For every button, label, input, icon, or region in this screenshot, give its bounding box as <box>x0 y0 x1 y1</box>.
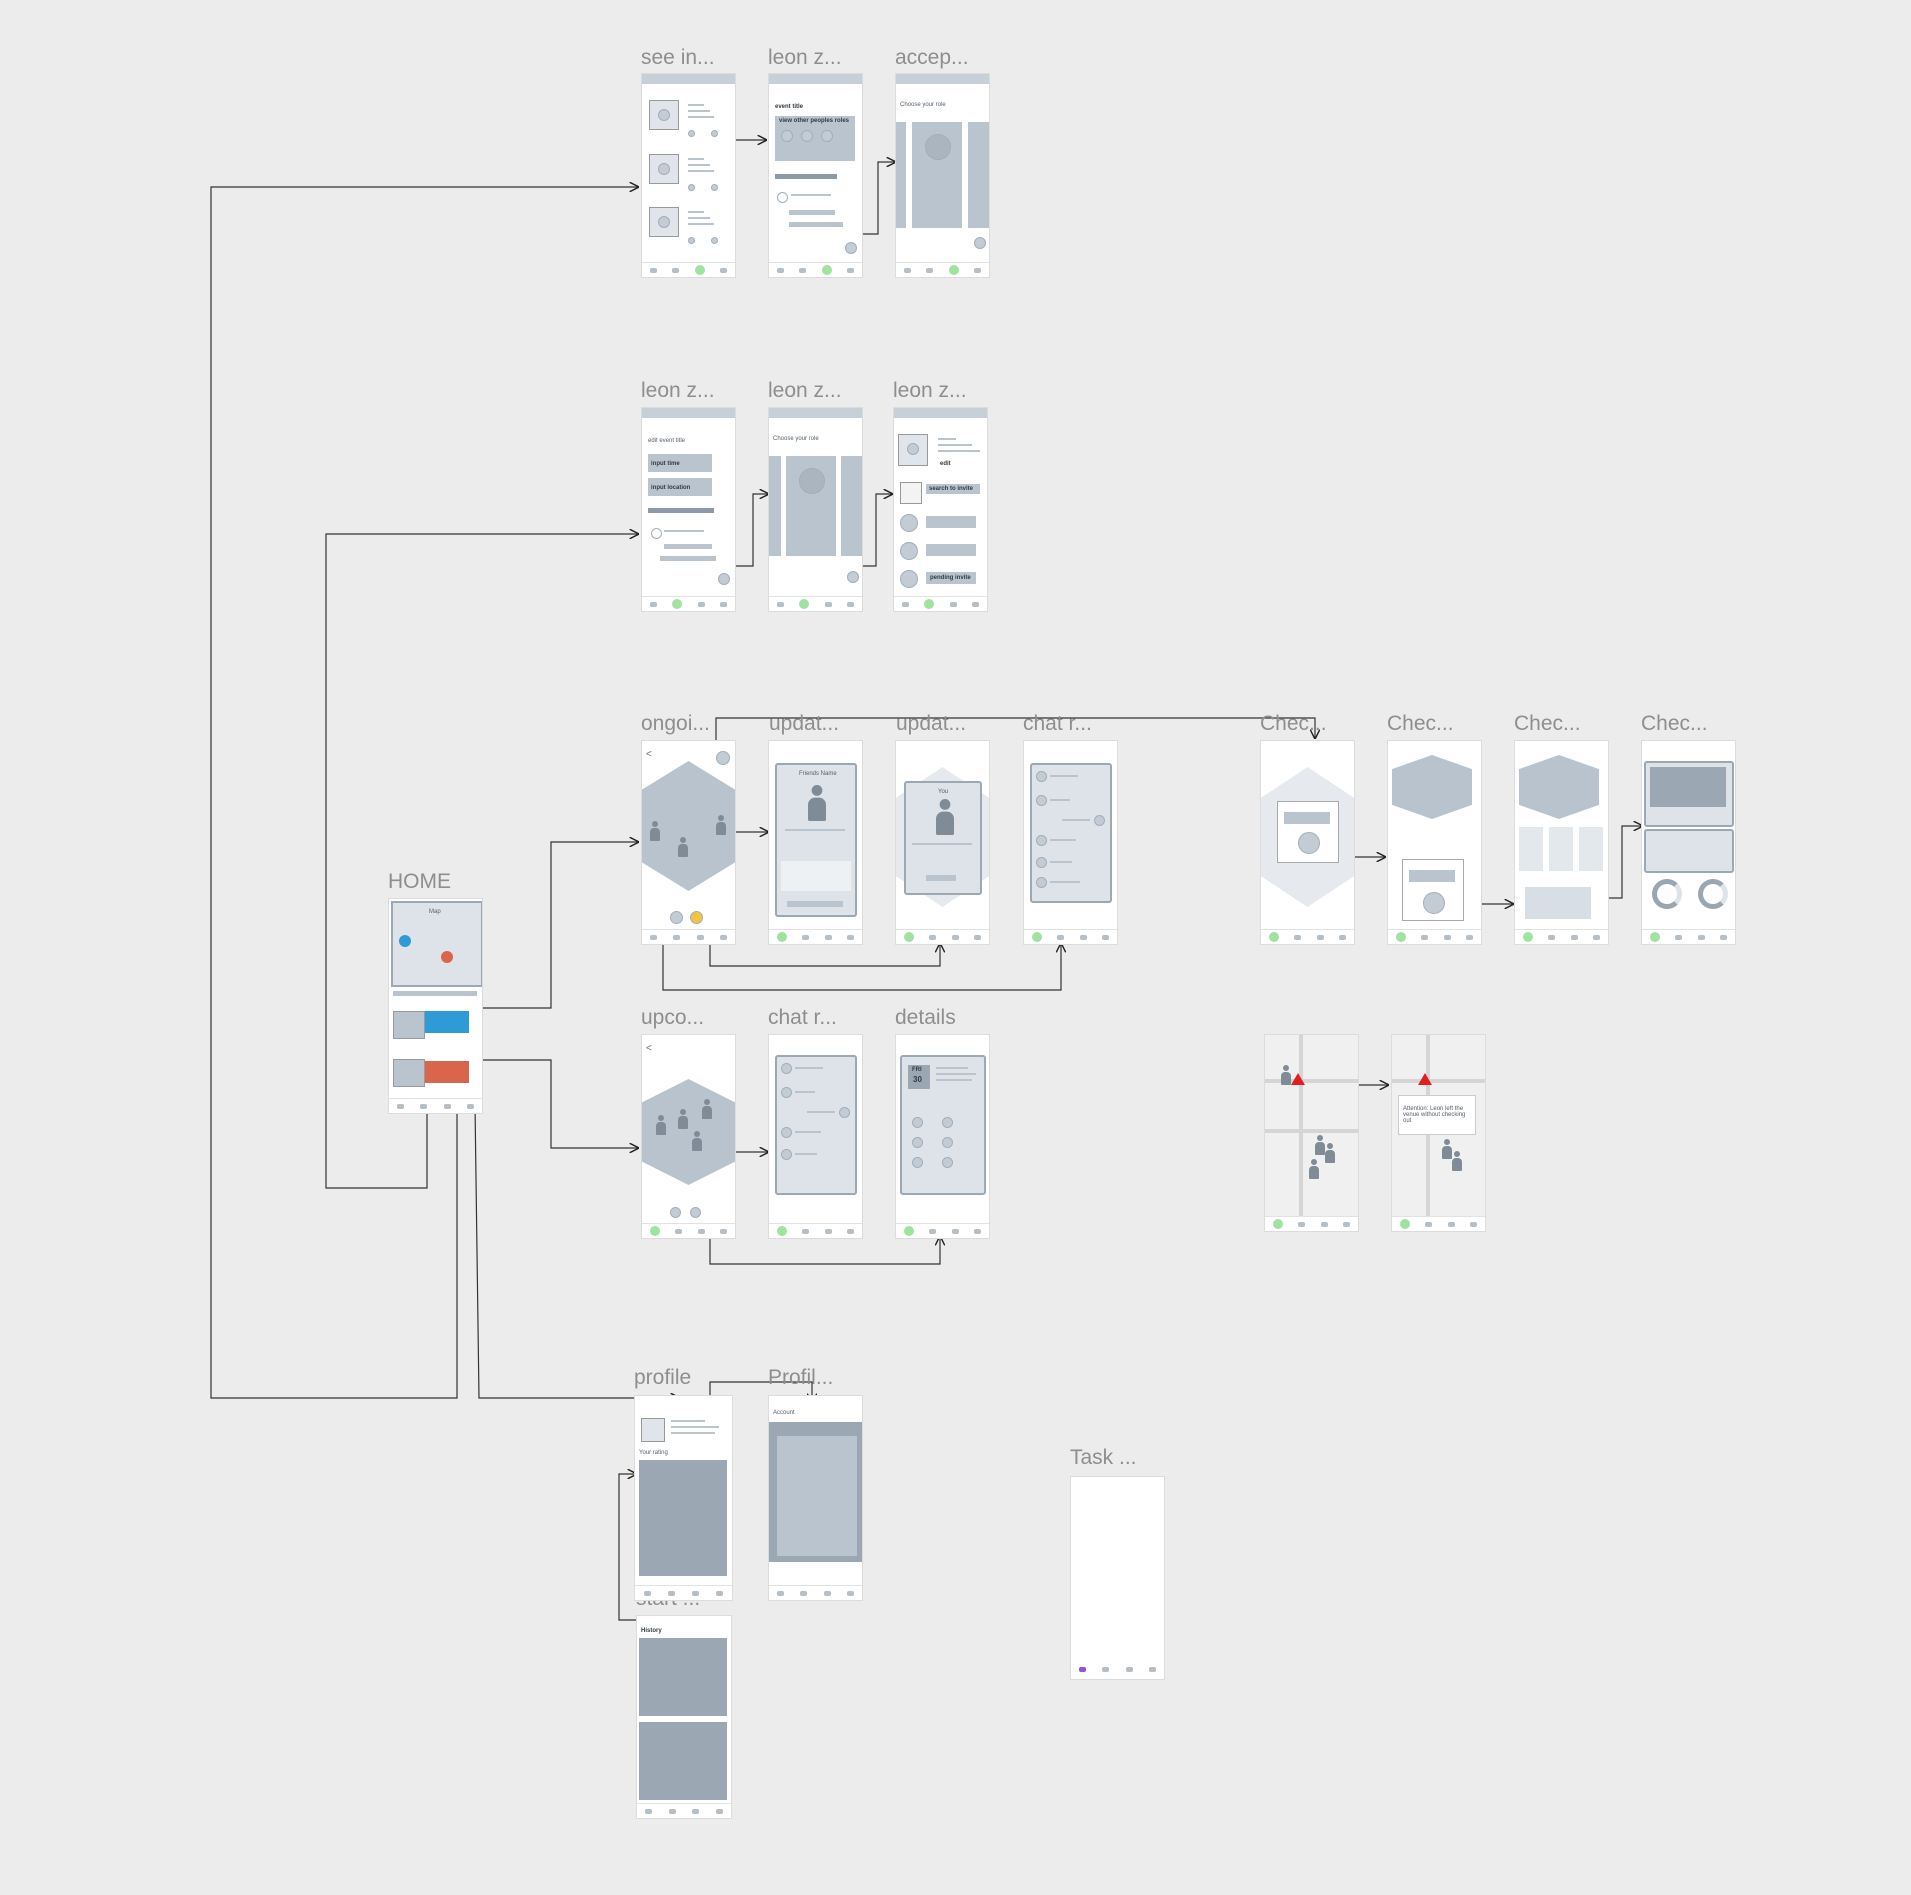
frame-title-leon-z-3: leon z... <box>768 379 842 402</box>
frame-title-leon-z-4: leon z... <box>893 379 967 402</box>
screen-profile[interactable]: Your rating <box>634 1395 733 1601</box>
screen-home[interactable]: Map <box>388 898 483 1114</box>
chat-icon[interactable] <box>670 911 683 924</box>
screen-map-crowd[interactable] <box>1264 1034 1359 1232</box>
frame-title-chat-r-2: chat r... <box>768 1006 837 1029</box>
frame-title-check-2: Chec... <box>1387 712 1454 735</box>
frame-title-profile-2: Profil... <box>768 1366 834 1389</box>
choose-role-label-2: Choose your role <box>773 436 819 442</box>
search-to-invite-input[interactable]: search to invite <box>929 486 974 492</box>
screen-check-rating[interactable] <box>1514 740 1609 945</box>
screen-update-friend[interactable]: Friends Name <box>768 740 863 945</box>
pending-invite-label: pending invite <box>930 575 971 581</box>
date-day: FRI <box>912 1067 922 1073</box>
friends-name-label: Friends Name <box>799 771 837 777</box>
your-rating-label: Your rating <box>639 1450 668 1456</box>
screen-check-out-confirm[interactable] <box>1260 740 1355 945</box>
screen-edit-event[interactable]: edit event title input time input locati… <box>641 407 736 612</box>
screen-update-you[interactable]: You <box>895 740 990 945</box>
frame-title-profile: profile <box>634 1366 692 1389</box>
emoji-icon[interactable] <box>690 911 703 924</box>
screen-task[interactable] <box>1070 1476 1165 1680</box>
input-location-field[interactable]: input location <box>651 485 691 491</box>
warning-icon[interactable] <box>1291 1073 1305 1085</box>
edit-button[interactable]: edit <box>940 461 951 467</box>
event-title-label: event title <box>775 104 804 110</box>
frame-title-task: Task ... <box>1070 1446 1137 1469</box>
ongoing-event-card[interactable] <box>425 1011 469 1033</box>
edit-event-title-label: edit event title <box>648 438 686 444</box>
screen-ongoing[interactable]: < <box>641 740 736 945</box>
frame-title-check-3: Chec... <box>1514 712 1581 735</box>
account-label: Account <box>773 1410 795 1416</box>
map-pin-icon[interactable] <box>441 951 453 963</box>
frame-title-chat-r-1: chat r... <box>1023 712 1092 735</box>
frame-title-see-invites: see in... <box>641 46 715 69</box>
list-icon[interactable] <box>690 1207 701 1218</box>
frame-title-ongoing: ongoi... <box>641 712 710 735</box>
screen-account[interactable]: Account <box>768 1395 863 1601</box>
frame-title-upcoming: upco... <box>641 1006 705 1029</box>
view-roles-link[interactable]: view other peoples roles <box>779 118 850 124</box>
screen-check-summary[interactable] <box>1641 740 1736 945</box>
map-label: Map <box>429 909 441 915</box>
frame-title-update-2: updat... <box>896 712 967 735</box>
screen-chat-room-1[interactable] <box>1023 740 1118 945</box>
frame-title-check-1: Chec... <box>1260 712 1327 735</box>
input-time-field[interactable]: input time <box>651 461 680 467</box>
choose-role-label: Choose your role <box>900 102 946 108</box>
screen-chat-room-2[interactable] <box>768 1034 863 1239</box>
screen-map-attention[interactable]: Attention: Leon left the venue without c… <box>1391 1034 1486 1232</box>
date-number: 30 <box>913 1075 922 1084</box>
map-pin-icon[interactable] <box>399 935 411 947</box>
back-icon[interactable]: < <box>646 1043 652 1054</box>
warning-icon[interactable] <box>1418 1073 1432 1085</box>
frame-title-check-4: Chec... <box>1641 712 1708 735</box>
frame-title-leon-z-2: leon z... <box>641 379 715 402</box>
screen-event-details[interactable]: FRI 30 <box>895 1034 990 1239</box>
attention-message: Attention: Leon left the venue without c… <box>1403 1106 1466 1124</box>
frame-title-accept: accep... <box>895 46 969 69</box>
frame-title-update-1: updat... <box>769 712 840 735</box>
you-label: You <box>938 789 949 795</box>
screen-upcoming[interactable]: < <box>641 1034 736 1239</box>
frame-title-details: details <box>895 1006 956 1029</box>
chat-icon[interactable] <box>670 1207 681 1218</box>
screen-history[interactable]: History <box>636 1615 732 1819</box>
screen-event-roles[interactable]: event title view other peoples roles <box>768 73 863 278</box>
back-icon[interactable]: < <box>646 749 652 760</box>
exit-icon[interactable] <box>716 751 730 765</box>
frame-title-leon-z-1: leon z... <box>768 46 842 69</box>
screen-invite[interactable]: edit search to invite pending invite <box>893 407 988 612</box>
screen-see-invites[interactable] <box>641 73 736 278</box>
screen-choose-role-2[interactable]: Choose your role <box>768 407 863 612</box>
history-label: History <box>641 1628 662 1634</box>
upcoming-event-card[interactable] <box>425 1061 469 1083</box>
screen-choose-role[interactable]: Choose your role <box>895 73 990 278</box>
screen-check-home[interactable] <box>1387 740 1482 945</box>
frame-title-home: HOME <box>388 870 451 893</box>
